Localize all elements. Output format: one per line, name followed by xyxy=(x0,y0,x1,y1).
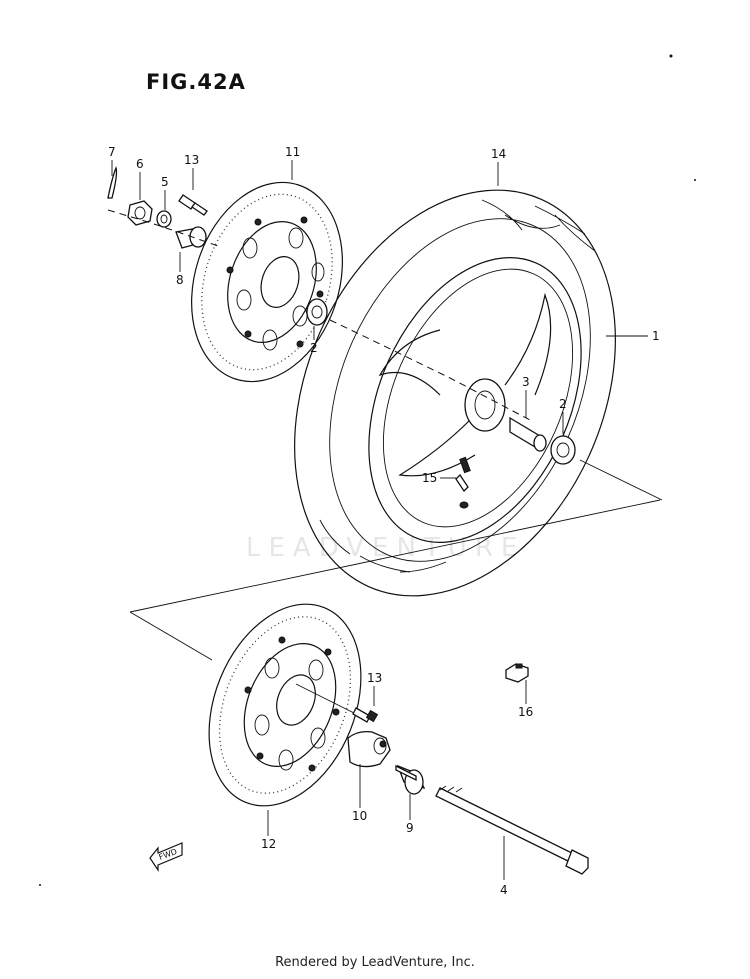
cotter-pin xyxy=(107,166,118,199)
hub-spacer xyxy=(347,730,391,768)
forward-arrow-icon: FWD xyxy=(149,842,183,872)
callout-13-lower: 13 xyxy=(367,671,382,685)
disc-bolt-upper xyxy=(178,194,208,216)
watermark-text: LEADVENTURE xyxy=(246,533,525,563)
callout-15: 15 xyxy=(422,471,437,485)
axle-collar xyxy=(395,764,426,795)
footer-credit: Rendered by LeadVenture, Inc. xyxy=(275,955,475,970)
callout-5: 5 xyxy=(161,175,169,189)
axle-nut xyxy=(127,200,153,226)
callout-13-upper: 13 xyxy=(184,153,199,167)
axis-line-hub xyxy=(329,319,531,421)
wheel-rim xyxy=(368,257,582,543)
leader-lines xyxy=(111,160,648,880)
figure-title: FIG.42A xyxy=(146,70,246,94)
tire-valve xyxy=(455,456,471,493)
plane-line-right xyxy=(579,459,663,501)
callout-10: 10 xyxy=(352,809,367,823)
callout-16: 16 xyxy=(518,705,533,719)
bolt-lead-line xyxy=(295,683,357,715)
callout-4: 4 xyxy=(500,883,508,897)
callout-2-left: 2 xyxy=(310,341,318,355)
bearing-left xyxy=(306,298,328,326)
washer xyxy=(156,210,172,228)
callout-11: 11 xyxy=(285,145,300,159)
callout-1: 1 xyxy=(652,329,660,343)
callout-9: 9 xyxy=(406,821,414,835)
brake-disc-upper xyxy=(191,181,343,383)
plane-line-left xyxy=(129,611,213,661)
collar-spacer xyxy=(509,416,547,452)
callout-12: 12 xyxy=(261,837,276,851)
callout-6: 6 xyxy=(136,157,144,171)
disc-bolt-lower xyxy=(352,707,379,723)
bearing-right xyxy=(550,435,576,465)
callout-8: 8 xyxy=(176,273,184,287)
callout-2-right: 2 xyxy=(559,397,567,411)
plane-line-upper xyxy=(129,499,661,613)
callout-3: 3 xyxy=(522,375,530,389)
brake-disc-lower xyxy=(208,603,362,807)
callout-14: 14 xyxy=(491,147,506,161)
front-axle xyxy=(435,785,589,875)
callout-7: 7 xyxy=(108,145,116,159)
tire xyxy=(294,189,616,597)
collar xyxy=(175,226,207,249)
balance-weight xyxy=(505,663,529,683)
